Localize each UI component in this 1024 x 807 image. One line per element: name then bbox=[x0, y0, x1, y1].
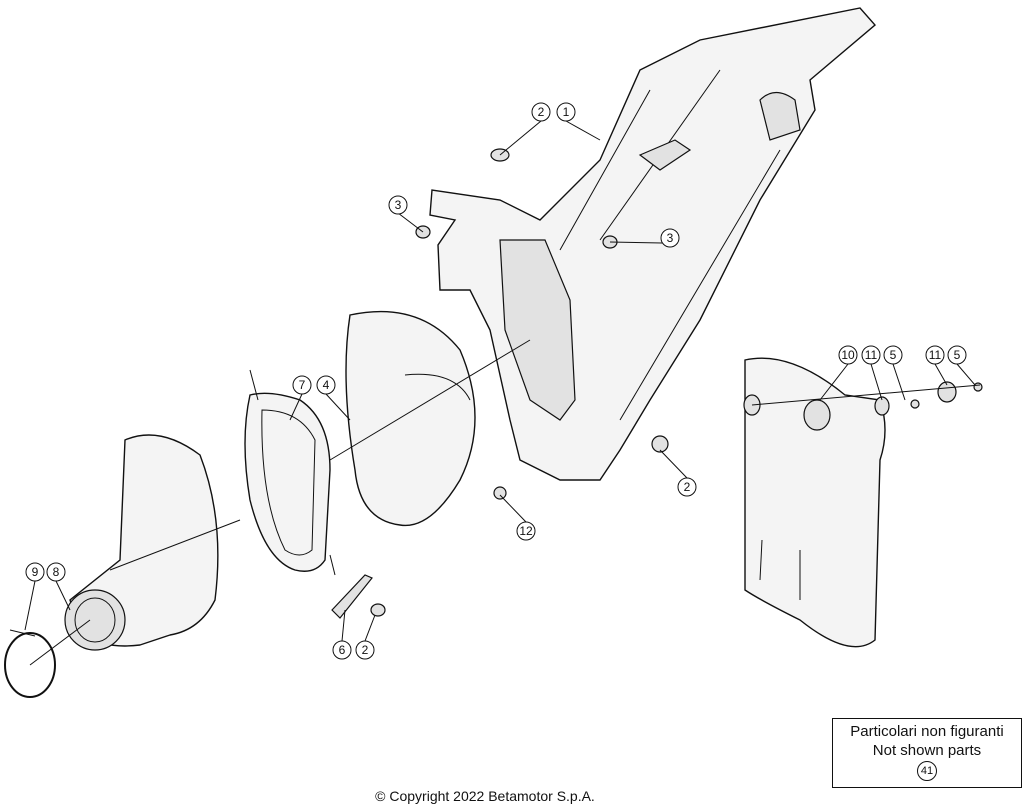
callout-12: 12 bbox=[516, 521, 536, 541]
svg-text:11: 11 bbox=[929, 348, 942, 362]
not-shown-label-en: Not shown parts bbox=[872, 742, 982, 759]
side-cover bbox=[743, 357, 886, 648]
svg-text:9: 9 bbox=[32, 565, 39, 579]
callout-10: 10 bbox=[838, 345, 858, 365]
svg-text:5: 5 bbox=[954, 348, 961, 362]
svg-text:3: 3 bbox=[395, 198, 402, 212]
intake-boot bbox=[64, 434, 219, 651]
svg-text:5: 5 bbox=[890, 348, 897, 362]
svg-text:6: 6 bbox=[339, 643, 346, 657]
hardware bbox=[331, 148, 983, 619]
svg-text:7: 7 bbox=[299, 378, 306, 392]
callout-41: 41 bbox=[917, 761, 937, 781]
svg-text:3: 3 bbox=[667, 231, 674, 245]
hose-clamp bbox=[4, 629, 56, 698]
not-shown-label-it: Particolari non figuranti bbox=[850, 723, 1004, 740]
callout-1: 1 bbox=[556, 102, 576, 122]
svg-text:2: 2 bbox=[362, 643, 369, 657]
svg-text:12: 12 bbox=[519, 524, 533, 538]
callout-11: 11 bbox=[861, 345, 881, 365]
not-shown-parts-box: Particolari non figuranti Not shown part… bbox=[832, 718, 1022, 788]
svg-text:2: 2 bbox=[538, 105, 545, 119]
copyright-notice: © Copyright 2022 Betamotor S.p.A. bbox=[375, 788, 595, 804]
callout-2: 2 bbox=[355, 640, 375, 660]
callout-3: 3 bbox=[388, 195, 408, 215]
callout-4: 4 bbox=[316, 375, 336, 395]
callout-2: 2 bbox=[531, 102, 551, 122]
callout-5: 5 bbox=[883, 345, 903, 365]
callout-7: 7 bbox=[292, 375, 312, 395]
callout-5: 5 bbox=[947, 345, 967, 365]
svg-text:10: 10 bbox=[841, 348, 855, 362]
airbox-frame bbox=[429, 7, 876, 481]
filter-cage bbox=[244, 369, 336, 576]
svg-text:2: 2 bbox=[684, 480, 691, 494]
air-filter bbox=[345, 310, 476, 527]
svg-text:11: 11 bbox=[865, 348, 878, 362]
callout-11: 11 bbox=[925, 345, 945, 365]
callout-2: 2 bbox=[677, 477, 697, 497]
callout-6: 6 bbox=[332, 640, 352, 660]
svg-text:1: 1 bbox=[563, 105, 570, 119]
callout-3: 3 bbox=[660, 228, 680, 248]
callout-8: 8 bbox=[46, 562, 66, 582]
svg-text:4: 4 bbox=[323, 378, 330, 392]
callout-9: 9 bbox=[25, 562, 45, 582]
svg-text:8: 8 bbox=[53, 565, 60, 579]
